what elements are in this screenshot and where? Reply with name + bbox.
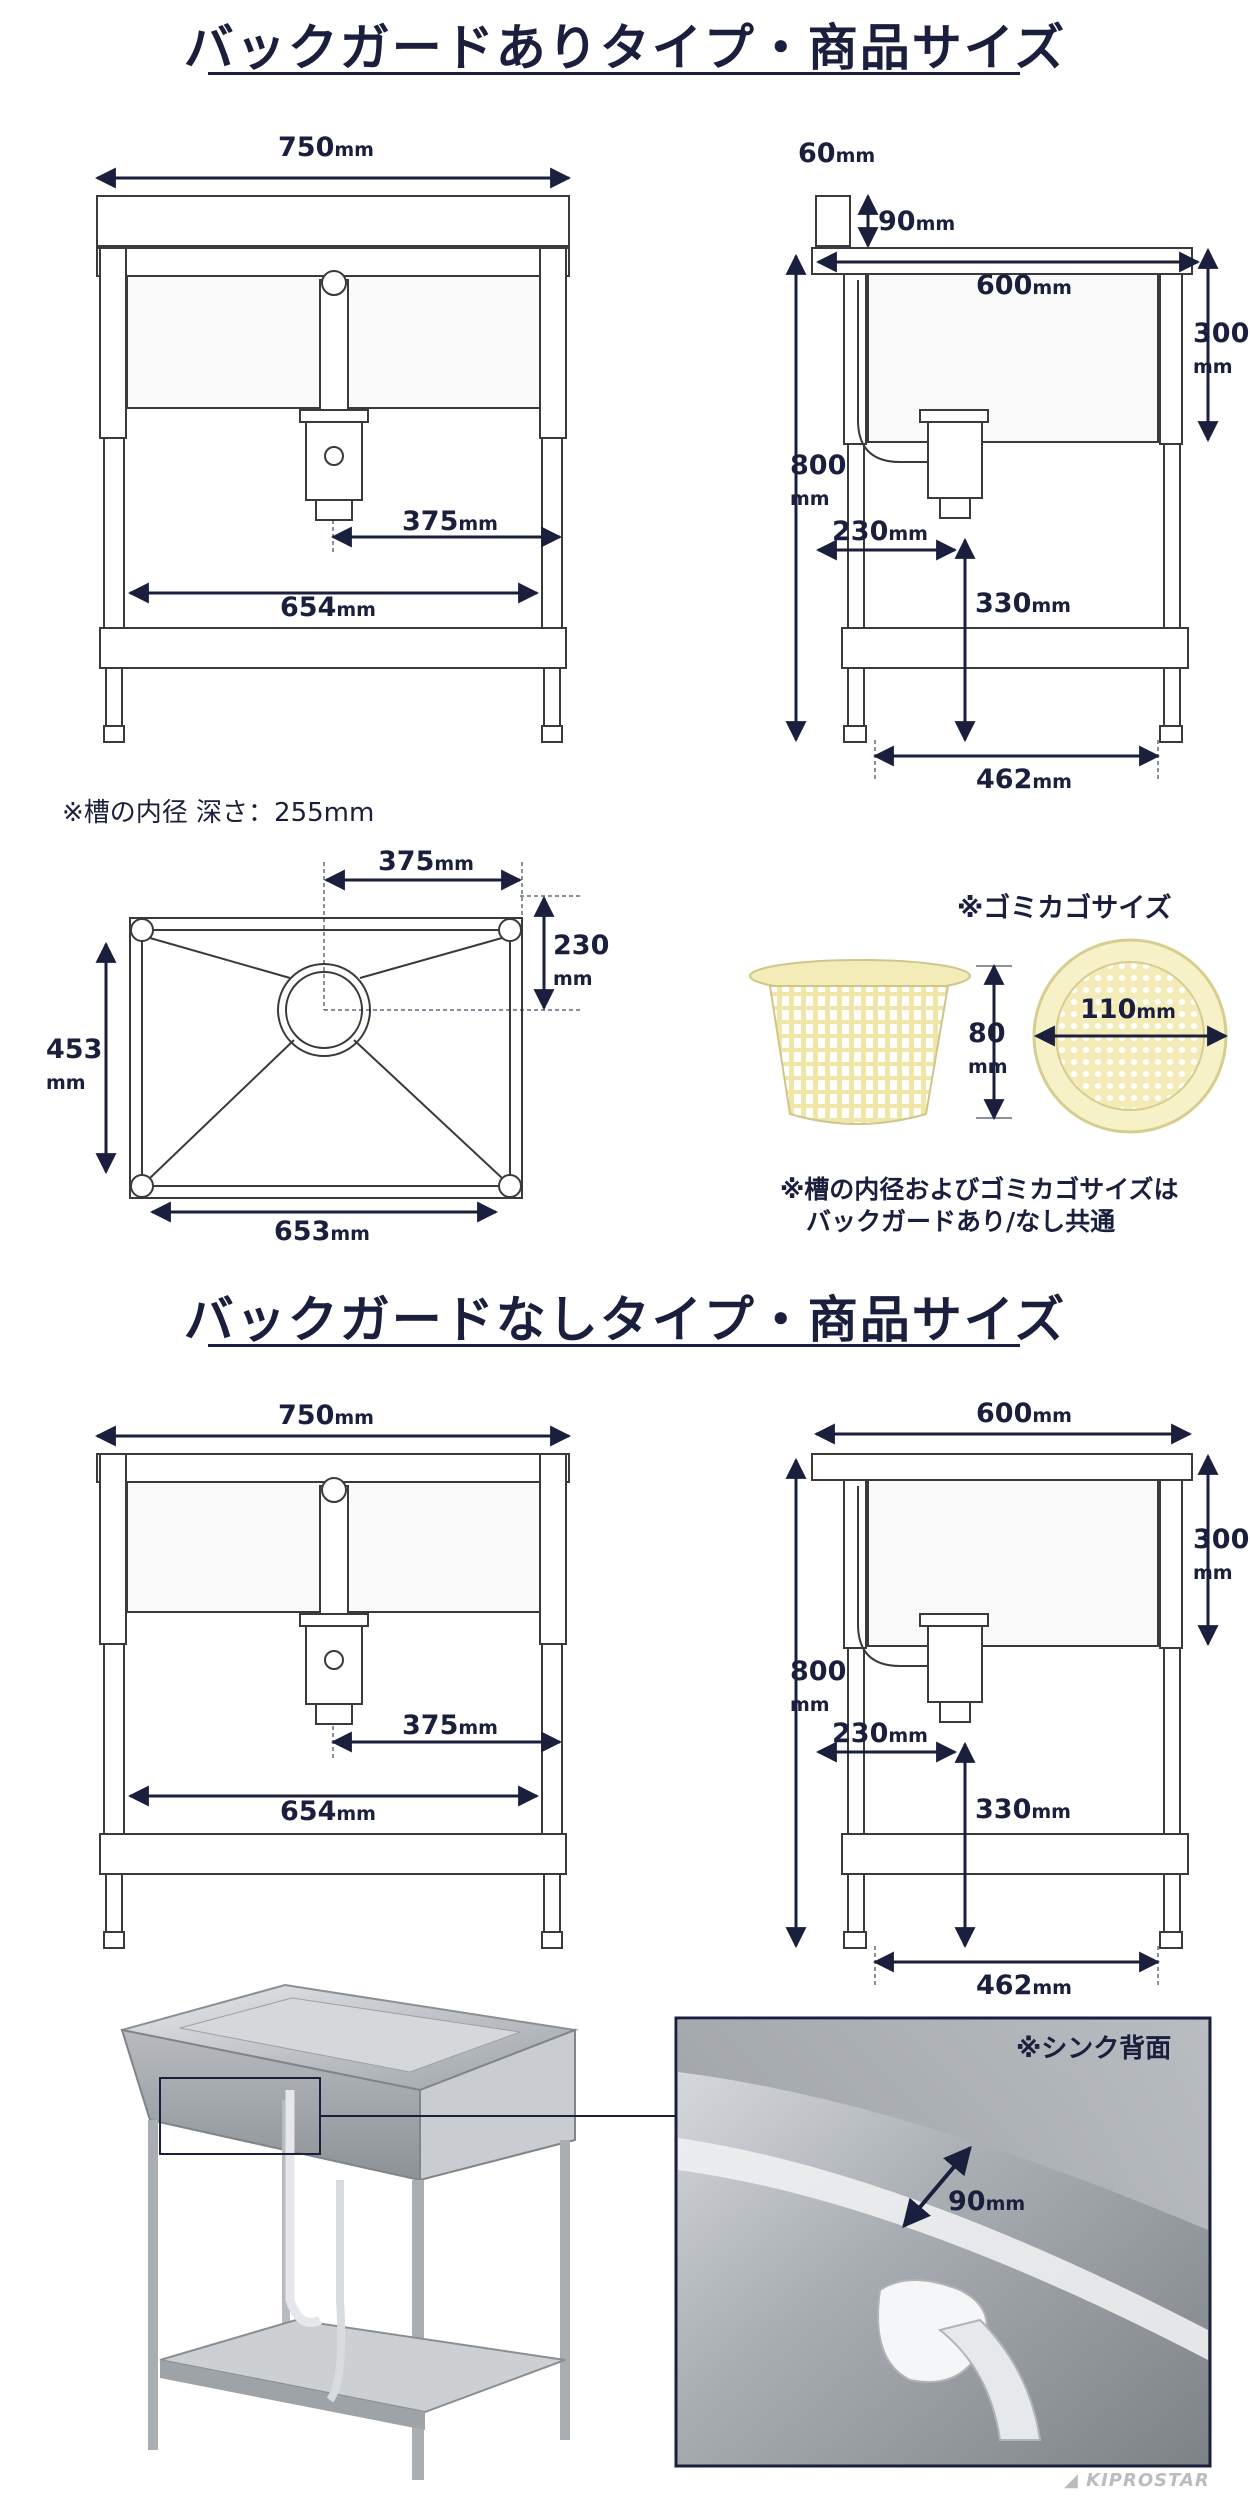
dim-top-drain-x: 375mm <box>378 846 474 877</box>
basket-label: ※ゴミカゴサイズ <box>957 893 1172 924</box>
basket-note-line1: ※槽の内径およびゴミカゴサイズは <box>780 1175 1179 1204</box>
basin-depth-note: ※槽の内径 深さ：255mm <box>62 798 375 828</box>
title-without-backguard: バックガードなしタイプ・商品サイズ <box>183 1291 1067 1349</box>
brand-watermark: ◢ KIPROSTAR <box>1064 2470 1210 2491</box>
dim-top-inner-width: 653mm <box>274 1216 370 1247</box>
dim-front-leg-span: 654mm <box>280 592 376 623</box>
dim-rear-gap: 90mm <box>948 2186 1026 2217</box>
dim-front-drain: 375mm <box>402 506 498 537</box>
dim-side-guard-height: 90mm <box>878 206 956 237</box>
title-underline <box>208 1344 1020 1347</box>
dim-front-width: 750mm <box>278 132 374 163</box>
dim-front-drain: 375mm <box>402 1710 498 1741</box>
title-with-backguard: バックガードありタイプ・商品サイズ <box>183 19 1067 77</box>
dim-side-drain: 230mm <box>832 1718 928 1749</box>
dim-side-shelf-height: 330mm <box>975 588 1071 619</box>
dim-side-leg-span: 462mm <box>976 764 1072 795</box>
dim-side-depth: 600mm <box>976 270 1072 301</box>
dim-side-drain: 230mm <box>832 516 928 547</box>
brand-name: KIPROSTAR <box>1086 2470 1210 2491</box>
dim-side-shelf-height: 330mm <box>975 1794 1071 1825</box>
dim-side-leg-span: 462mm <box>976 1970 1072 2001</box>
dim-side-guard-width: 60mm <box>798 138 876 169</box>
title-underline <box>208 72 1020 75</box>
dim-front-width: 750mm <box>278 1400 374 1431</box>
rear-detail-label: ※シンク背面 <box>1016 2034 1172 2064</box>
basket-note-line2: バックガードあり/なし共通 <box>806 1207 1116 1236</box>
brand-logo-icon: ◢ <box>1064 2470 1079 2491</box>
dim-side-depth: 600mm <box>976 1398 1072 1429</box>
dim-front-leg-span: 654mm <box>280 1796 376 1827</box>
dim-basket-diameter: 110mm <box>1080 994 1176 1025</box>
